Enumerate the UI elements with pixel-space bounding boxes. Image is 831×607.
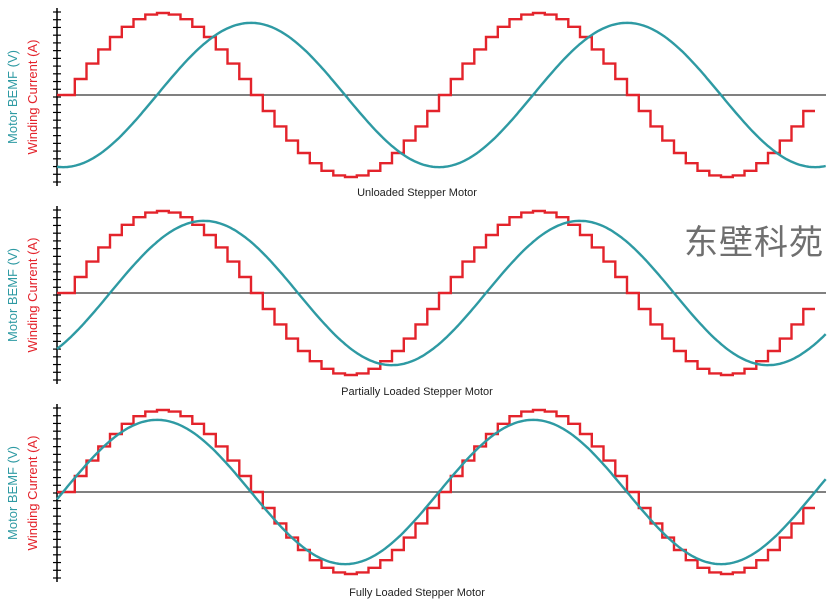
series-current-line <box>63 209 815 377</box>
series-bemf-line <box>56 418 827 566</box>
watermark-text: 东壁科苑 <box>684 223 824 263</box>
panel-title: Partially Loaded Stepper Motor <box>341 386 493 398</box>
y-axis-label-current: Winding Current (A) <box>25 238 40 353</box>
y-axis-label-current: Winding Current (A) <box>25 436 40 551</box>
panel-title: Fully Loaded Stepper Motor <box>349 587 485 599</box>
panel-title: Unloaded Stepper Motor <box>357 187 477 199</box>
y-axis-label-bemf: Motor BEMF (V) <box>5 446 20 540</box>
y-axis-label-bemf: Motor BEMF (V) <box>5 248 20 342</box>
y-axis-label-bemf: Motor BEMF (V) <box>5 50 20 144</box>
y-axis-label-current: Winding Current (A) <box>25 40 40 155</box>
series-current-line <box>63 11 815 179</box>
series-bemf-line <box>56 21 826 169</box>
series-current-line <box>63 408 815 576</box>
series-bemf-line <box>56 219 827 367</box>
